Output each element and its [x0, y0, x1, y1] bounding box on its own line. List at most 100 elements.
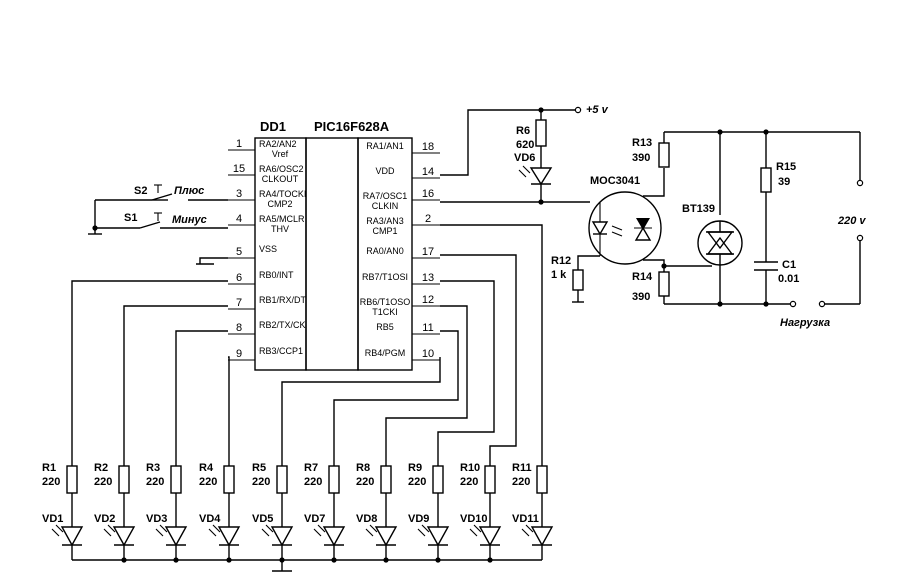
left-pin-signal: RB0/INT	[259, 270, 294, 280]
left-pin-number: 1	[236, 138, 242, 150]
c1-value: 0.01	[778, 273, 799, 285]
opto-triac-b	[634, 226, 652, 241]
right-pin-signal: RB6/T1OSO	[360, 297, 411, 307]
r13-ref: R13	[632, 137, 652, 149]
junction-dot	[92, 225, 98, 231]
load-label: Нагрузка	[780, 317, 830, 329]
right-pin-number: 11	[422, 322, 433, 334]
c1-ref: C1	[782, 259, 796, 271]
resistor-value: 220	[146, 476, 164, 488]
right-pin-signal-alt: CLKIN	[372, 201, 399, 211]
resistor-value: 220	[356, 476, 374, 488]
resistor-value: 220	[408, 476, 426, 488]
r15-body	[760, 167, 772, 193]
left-pin-signal: RA6/OSC2	[259, 164, 304, 174]
left-pin-number: 15	[233, 163, 245, 175]
left-pin-number: 3	[236, 188, 242, 200]
r6-body	[535, 119, 547, 147]
mains-label: 220 v	[837, 215, 866, 227]
chip-part: PIC16F628A	[314, 119, 390, 134]
terminal	[818, 300, 826, 308]
junction-dot	[173, 557, 179, 563]
resistor-ref: R9	[408, 462, 422, 474]
right-pin-signal: RB4/PGM	[365, 348, 406, 358]
resistor-value: 220	[512, 476, 530, 488]
chip-ref: DD1	[260, 119, 286, 134]
right-pin-number: 10	[422, 348, 434, 360]
junction-dot	[763, 301, 769, 307]
right-pin-signal: RA1/AN1	[366, 141, 404, 151]
chip-right-box	[357, 137, 413, 371]
resistor-body	[432, 465, 444, 494]
resistor-ref: R1	[42, 462, 56, 474]
triac-upper	[706, 231, 734, 250]
left-pin-number: 5	[236, 246, 242, 258]
right-pin-number: 12	[422, 294, 434, 306]
led-ref: VD4	[199, 513, 221, 525]
opto-label: MOC3041	[590, 175, 640, 187]
led-symbol	[426, 526, 450, 547]
left-pin-number: 7	[236, 297, 242, 309]
resistor-ref: R2	[94, 462, 108, 474]
led-symbol	[530, 526, 554, 547]
led-symbol	[60, 526, 84, 547]
r12-ref: R12	[551, 255, 571, 267]
left-pin-number: 6	[236, 272, 242, 284]
right-pin-number: 16	[422, 188, 434, 200]
moc3041-opto	[588, 191, 662, 265]
right-pin-number: 2	[425, 213, 431, 225]
right-pin-signal: VDD	[375, 166, 395, 176]
right-pin-signal-alt: T1CKI	[372, 307, 398, 317]
resistor-body	[223, 465, 235, 494]
switch-s2-ref: S2	[134, 185, 147, 197]
r15-value: 39	[778, 176, 790, 188]
switch-s1-label: Минус	[172, 214, 207, 226]
terminal	[789, 300, 797, 308]
r14-body	[658, 271, 670, 297]
left-pin-signal: RB1/RX/DT	[259, 295, 307, 305]
resistor-body	[380, 465, 392, 494]
resistor-ref: R4	[199, 462, 214, 474]
left-pin-signal: RB2/TX/CK	[259, 320, 306, 330]
left-pin-signal-alt: CLKOUT	[262, 174, 299, 184]
right-pin-number: 14	[422, 166, 434, 178]
left-pin-signal-alt: THV	[271, 224, 289, 234]
resistor-ref: R7	[304, 462, 318, 474]
left-pin-signal: RA5/MCLR	[259, 214, 305, 224]
switch-s1-ref: S1	[124, 212, 137, 224]
junction-dot	[717, 301, 723, 307]
opto-triac-a	[636, 218, 650, 230]
junction-dot	[487, 557, 493, 563]
r6-ref: R6	[516, 125, 530, 137]
led-symbol	[217, 526, 241, 547]
resistor-ref: R8	[356, 462, 370, 474]
junction-dot	[435, 557, 441, 563]
resistor-value: 220	[304, 476, 322, 488]
switch-s2-label: Плюс	[174, 185, 204, 197]
resistor-body	[170, 465, 182, 494]
left-pin-signal: RA4/TOCKI	[259, 189, 306, 199]
opto-led	[591, 221, 609, 236]
left-pin-signal: VSS	[259, 244, 277, 254]
right-pin-signal: RA0/AN0	[366, 246, 404, 256]
led-symbol	[374, 526, 398, 547]
led-ref: VD5	[252, 513, 273, 525]
led-ref: VD7	[304, 513, 325, 525]
resistor-body	[536, 465, 548, 494]
resistor-value: 220	[460, 476, 478, 488]
junction-dot	[661, 263, 667, 269]
supply-label: +5 v	[586, 104, 609, 116]
left-pin-signal-alt: CMP2	[267, 199, 292, 209]
led-bank: R1220VD1R2220VD2R3220VD3R4220VD4R5220VD5…	[42, 462, 554, 572]
right-pin-number: 18	[422, 141, 434, 153]
right-pin-signal-alt: CMP1	[372, 226, 397, 236]
terminal	[574, 106, 582, 114]
right-pin-number: 13	[422, 272, 434, 284]
resistor-body	[328, 465, 340, 494]
led-symbol	[478, 526, 502, 547]
terminal	[856, 179, 864, 187]
r12-body	[572, 269, 584, 291]
resistor-value: 220	[252, 476, 270, 488]
resistor-ref: R5	[252, 462, 266, 474]
